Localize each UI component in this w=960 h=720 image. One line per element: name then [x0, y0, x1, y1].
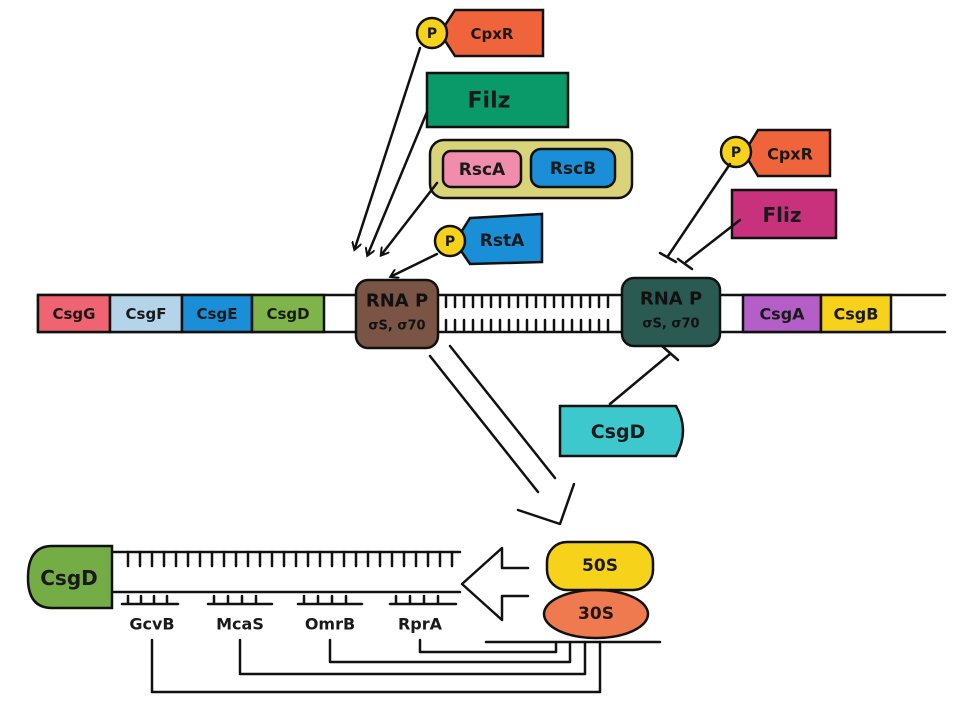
phospho-left-cpxr	[415, 16, 449, 50]
gene-csgf-label: CsgF	[126, 305, 167, 323]
srna-mcas-label: McaS	[216, 615, 264, 634]
transcription-arrow	[428, 344, 576, 526]
rscb-label: RscB	[550, 159, 596, 179]
phospho-left-rsta-label: P	[445, 234, 455, 250]
srna-gcvb-ticks	[120, 594, 180, 606]
regulator-filz: Filz	[425, 71, 570, 129]
gene-csga: CsgA	[741, 293, 823, 334]
gene-csgb-label: CsgB	[834, 305, 879, 324]
srna-rpra: RprA	[388, 594, 558, 654]
arrow-rsc-to-rnap	[382, 181, 439, 254]
rna-polymerase-right-sigma: σS, σ70	[642, 317, 699, 332]
mrna-strand	[108, 550, 662, 644]
gene-csgb-box	[819, 293, 893, 334]
activation-arrows-left	[355, 46, 439, 276]
srna-mcas-ticks	[206, 594, 274, 606]
arrow-cpxr-to-rnap	[355, 46, 422, 248]
gene-csgg-label: CsgG	[53, 305, 96, 323]
csgd-protein-label: CsgD	[591, 421, 646, 443]
rna-polymerase-left-sigma: σS, σ70	[368, 319, 425, 334]
transcription-arrow-head	[516, 482, 576, 526]
ribosome-30s	[542, 588, 650, 640]
repress-fliz-bar	[676, 257, 694, 271]
csgd-protein: CsgD	[558, 344, 685, 458]
gene-csgd-label: CsgD	[266, 305, 309, 323]
srna-omrb-label: OmrB	[305, 615, 355, 634]
srna-gcvb: GcvB	[120, 594, 602, 694]
srna-omrb-ticks	[296, 594, 364, 606]
csgd-product: CsgD	[26, 544, 114, 610]
phospho-left-cpxr-label: P	[427, 26, 437, 42]
translation-arrow-shape	[460, 546, 530, 622]
rscb-box	[529, 147, 617, 189]
srna-gcvb-link	[150, 638, 602, 694]
srna-omrb-link	[328, 638, 572, 664]
regulator-fliz: Fliz	[730, 188, 838, 240]
gene-csgf: CsgF	[108, 293, 184, 334]
cpxr-right-label: CpxR	[767, 145, 813, 164]
rna-polymerase-left-body	[354, 278, 440, 350]
rna-polymerase-right-title: RNA P	[640, 289, 702, 310]
gene-csgd-box	[250, 293, 326, 334]
phospho-right-cpxr	[719, 135, 753, 169]
regulator-rsta: RstA P	[433, 212, 544, 266]
srna-omrb: OmrB	[296, 594, 572, 664]
phospho-right-cpxr-label: P	[731, 145, 741, 161]
dna-base-pair-ticks	[444, 295, 610, 332]
ribosome-50s-label: 50S	[582, 556, 618, 576]
repress-csgd-bar	[660, 344, 680, 362]
ribosome: 50S 30S	[542, 540, 655, 640]
ribosome-30s-label: 30S	[578, 604, 614, 624]
phospho-left-rsta	[433, 224, 467, 258]
rsca-label: RscA	[459, 160, 506, 180]
gene-csge-label: CsgE	[197, 305, 238, 323]
repress-cpxr-bar	[658, 251, 678, 264]
mrna-base-ticks	[126, 550, 454, 568]
rsta-label: RstA	[480, 231, 525, 251]
gene-csge: CsgE	[180, 293, 254, 334]
regulator-rsc-complex: RscA RscB	[428, 138, 634, 200]
arrow-filz-to-rnap	[368, 110, 429, 254]
arrow-rsta-to-rnap	[392, 252, 439, 276]
repress-cpxr-to-rnap	[666, 162, 732, 258]
gene-csga-box	[741, 293, 823, 334]
gene-csgg: CsgG	[36, 293, 112, 334]
csgd-protein-box	[558, 404, 685, 458]
csgd-product-box	[26, 544, 114, 610]
rna-polymerase-left: RNA P σS, σ70	[354, 278, 440, 350]
regulator-cpxr-right: CpxR P	[719, 128, 832, 178]
transcription-arrow-shaft-b	[448, 344, 557, 480]
gene-csgd: CsgD	[250, 293, 326, 334]
rna-polymerase-right: RNA P σS, σ70	[620, 276, 722, 348]
csgd-product-label: CsgD	[40, 566, 98, 590]
repress-csgd-to-rnap	[608, 352, 672, 406]
filz-box	[425, 71, 570, 129]
srna-rpra-ticks	[388, 594, 458, 606]
filz-label: Filz	[468, 89, 511, 114]
regulator-cpxr-left: CpxR P	[415, 8, 545, 58]
rsca-box	[441, 149, 523, 189]
gene-csgf-box	[108, 293, 184, 334]
srna-sites: GcvB McaS OmrB RprA	[120, 594, 602, 694]
repress-fliz-to-rnap	[684, 218, 742, 264]
gene-csge-box	[180, 293, 254, 334]
srna-mcas-link	[238, 638, 587, 676]
cpxr-left-label: CpxR	[471, 25, 514, 43]
rna-polymerase-right-body	[620, 276, 722, 348]
translation-arrow	[460, 546, 530, 622]
fliz-box	[730, 188, 838, 240]
operon-left: CsgG CsgF CsgE CsgD	[36, 293, 326, 334]
transcription-arrow-shaft-a	[428, 354, 540, 494]
gene-csga-label: CsgA	[759, 305, 805, 324]
operon-right: CsgA CsgB	[741, 293, 893, 334]
srna-mcas: McaS	[206, 594, 587, 676]
gene-csgb: CsgB	[819, 293, 893, 334]
repression-lines-right	[658, 162, 742, 271]
fliz-label: Fliz	[762, 203, 801, 227]
srna-rpra-label: RprA	[398, 615, 443, 634]
rna-polymerase-left-title: RNA P	[366, 291, 428, 312]
srna-gcvb-label: GcvB	[129, 615, 174, 634]
srna-rpra-link	[418, 638, 558, 654]
